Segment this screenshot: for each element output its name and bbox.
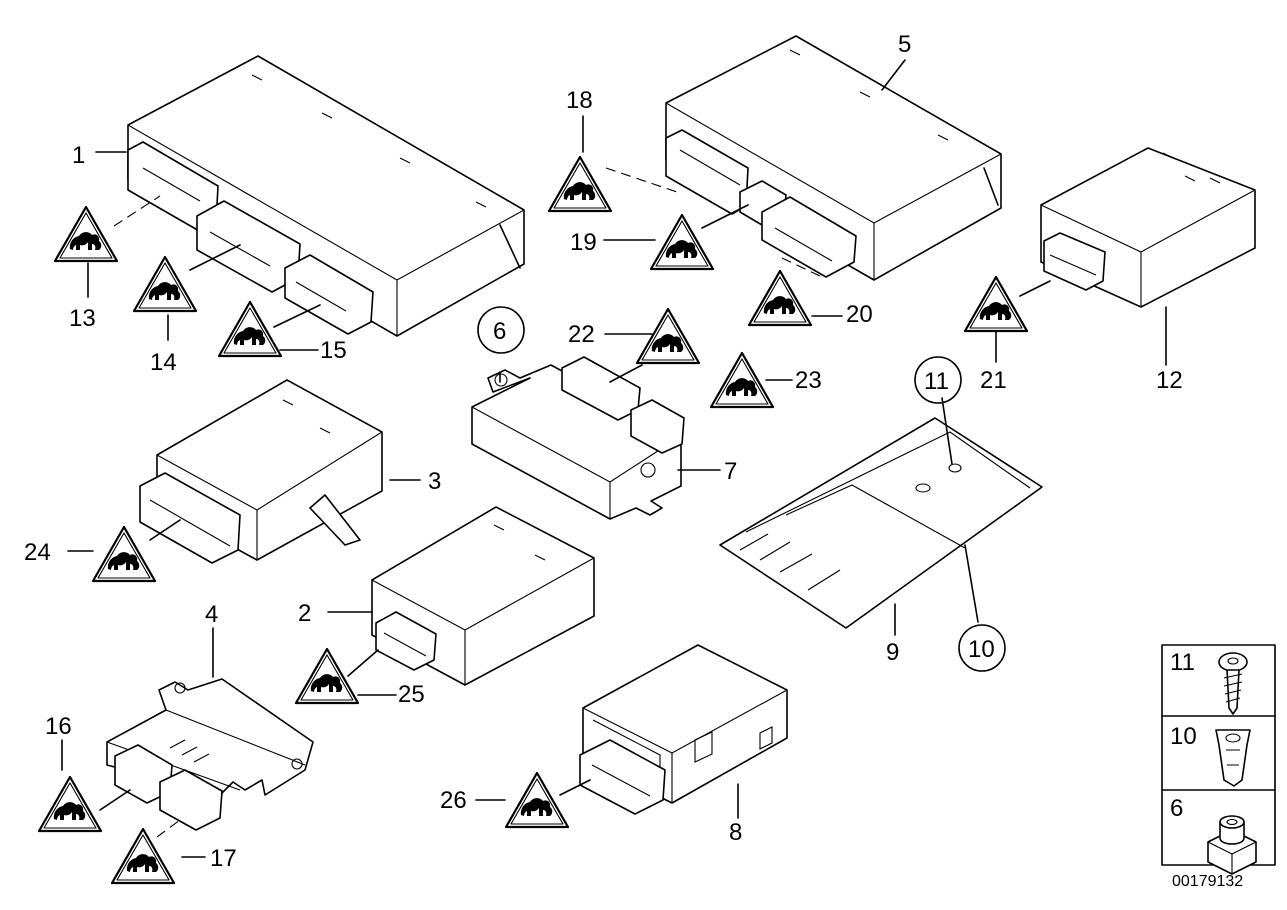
callout-2: 2 — [298, 600, 311, 627]
callout-11: 11 — [924, 368, 949, 395]
callout-15: 15 — [320, 337, 347, 364]
callout-20: 20 — [846, 301, 873, 328]
part-8-control-unit — [579, 644, 788, 815]
callout-25: 25 — [398, 681, 425, 708]
callout-18: 18 — [566, 87, 593, 114]
hex-nut-icon — [1207, 815, 1257, 875]
callout-circle-10 — [958, 624, 1006, 672]
warning-triangle-icon — [747, 269, 813, 327]
warning-triangle-icon — [110, 827, 176, 885]
warning-triangle-icon — [132, 255, 198, 313]
callout-circle-11 — [914, 356, 962, 404]
screw-icon — [1218, 652, 1248, 715]
diagram-id: 00179132 — [1172, 873, 1243, 890]
callout-22: 22 — [568, 321, 595, 348]
callout-5: 5 — [898, 31, 911, 58]
part-5-control-unit — [665, 35, 1002, 281]
callout-9: 9 — [886, 639, 899, 666]
callout-13: 13 — [69, 305, 96, 332]
callout-16: 16 — [45, 713, 72, 740]
part-7-control-unit — [471, 356, 685, 520]
callout-labels: 1 13 14 15 5 18 19 20 21 12 6 22 23 11 7… — [24, 31, 1183, 872]
warning-triangle-icon — [963, 275, 1029, 333]
callout-14: 14 — [150, 349, 177, 376]
legend-label-10: 10 — [1170, 723, 1197, 750]
callout-8: 8 — [729, 819, 742, 846]
legend-label-6: 6 — [1170, 795, 1183, 822]
warning-triangle-icon — [649, 213, 715, 271]
part-2-control-unit — [371, 506, 595, 686]
callout-24: 24 — [24, 539, 51, 566]
part-1-control-unit — [127, 55, 525, 337]
part-9-bracket — [719, 417, 1043, 629]
hardware-legend: 11 10 6 00179132 — [1161, 644, 1276, 890]
legend-label-11: 11 — [1170, 649, 1195, 676]
callout-10: 10 — [968, 636, 995, 663]
part-3-control-unit — [139, 379, 383, 564]
part-4-bracket — [106, 678, 314, 831]
callout-circle-6 — [477, 306, 525, 354]
warning-triangle-icon — [635, 307, 701, 365]
clip-nut-icon — [1215, 729, 1251, 787]
warning-triangle-icon — [53, 205, 119, 263]
callout-3: 3 — [428, 468, 441, 495]
callout-4: 4 — [205, 601, 218, 628]
warning-triangle-icon — [504, 771, 570, 829]
callout-6: 6 — [493, 318, 506, 345]
callout-12: 12 — [1156, 367, 1183, 394]
warning-triangle-icon — [91, 525, 157, 583]
callout-21: 21 — [980, 367, 1007, 394]
callout-23: 23 — [795, 367, 822, 394]
leader-lines — [61, 59, 1167, 858]
callout-17: 17 — [210, 845, 237, 872]
warning-triangle-icon — [37, 775, 103, 833]
part-12-control-unit — [1040, 147, 1256, 308]
warning-triangle-icon — [217, 300, 283, 358]
warning-triangle-icon — [709, 351, 775, 409]
callout-7: 7 — [724, 458, 737, 485]
callout-19: 19 — [570, 229, 597, 256]
warning-triangle-icon — [547, 155, 613, 213]
callout-1: 1 — [72, 142, 85, 169]
callout-26: 26 — [440, 787, 467, 814]
